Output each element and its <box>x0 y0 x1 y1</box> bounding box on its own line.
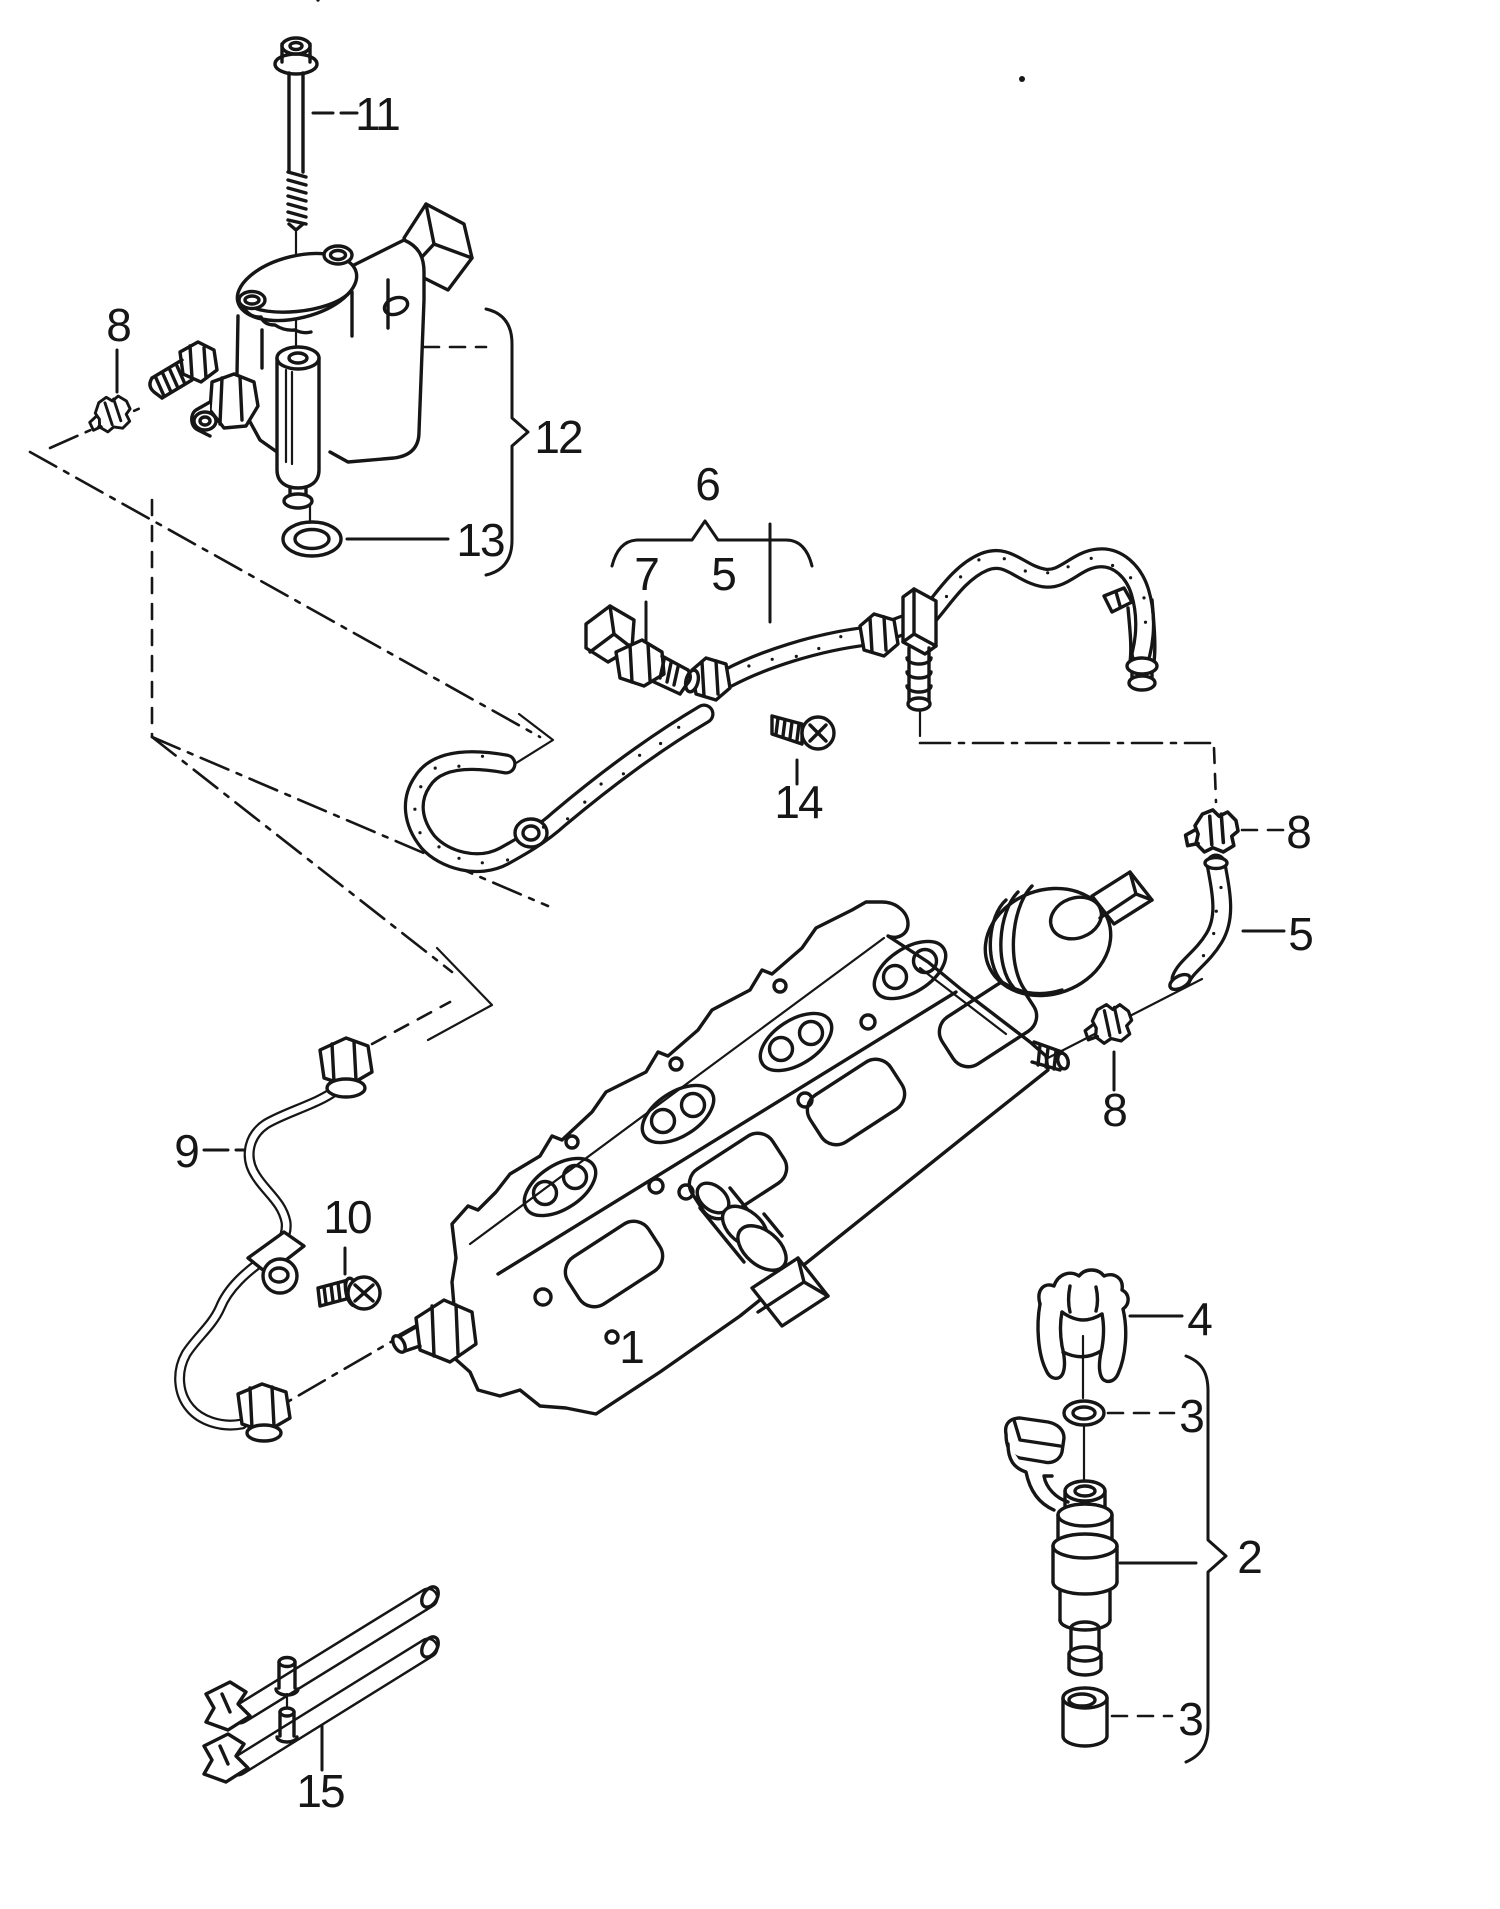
callout-15: 15 <box>296 1765 344 1817</box>
injector-kit <box>1003 1268 1130 1748</box>
callout-6: 6 <box>695 458 719 510</box>
hose-speckles <box>413 556 1223 958</box>
callout-10: 10 <box>323 1191 371 1243</box>
callout-2: 2 <box>1237 1531 1261 1583</box>
callout-7: 7 <box>634 548 658 600</box>
callout-3: 3 <box>1179 1390 1203 1442</box>
callout-8: 8 <box>1286 806 1310 858</box>
pump-seal-ring <box>281 520 343 558</box>
intake-manifold <box>391 870 1154 1416</box>
fuel-supply-pipe <box>174 1036 382 1443</box>
breather-hose <box>1168 853 1233 992</box>
callout-3: 3 <box>1178 1693 1202 1745</box>
callout-14: 14 <box>774 776 823 828</box>
pump-union-nut <box>83 390 136 438</box>
high-pressure-pump <box>148 202 474 510</box>
fuel-pressure-sensor <box>584 604 692 696</box>
callout-5: 5 <box>1288 908 1312 960</box>
pump-mounting-bolt <box>273 36 319 232</box>
callout-1: 1 <box>619 1321 643 1373</box>
print-speck <box>1019 76 1025 82</box>
line-bracket-screw <box>316 0 836 751</box>
hose-clamp-lower <box>1080 999 1136 1048</box>
twin-fuel-pipes <box>202 1585 440 1784</box>
callout-8: 8 <box>1102 1084 1126 1136</box>
callout-9: 9 <box>174 1125 198 1177</box>
fuel-line-assembly <box>403 547 1159 874</box>
callout-5: 5 <box>711 548 735 600</box>
callout-8: 8 <box>106 299 130 351</box>
callout-12: 12 <box>534 411 582 463</box>
hose-clamp-top <box>1183 808 1240 854</box>
callout-4: 4 <box>1187 1293 1212 1345</box>
callout-11: 11 <box>355 88 399 140</box>
callout-13: 13 <box>456 514 504 566</box>
